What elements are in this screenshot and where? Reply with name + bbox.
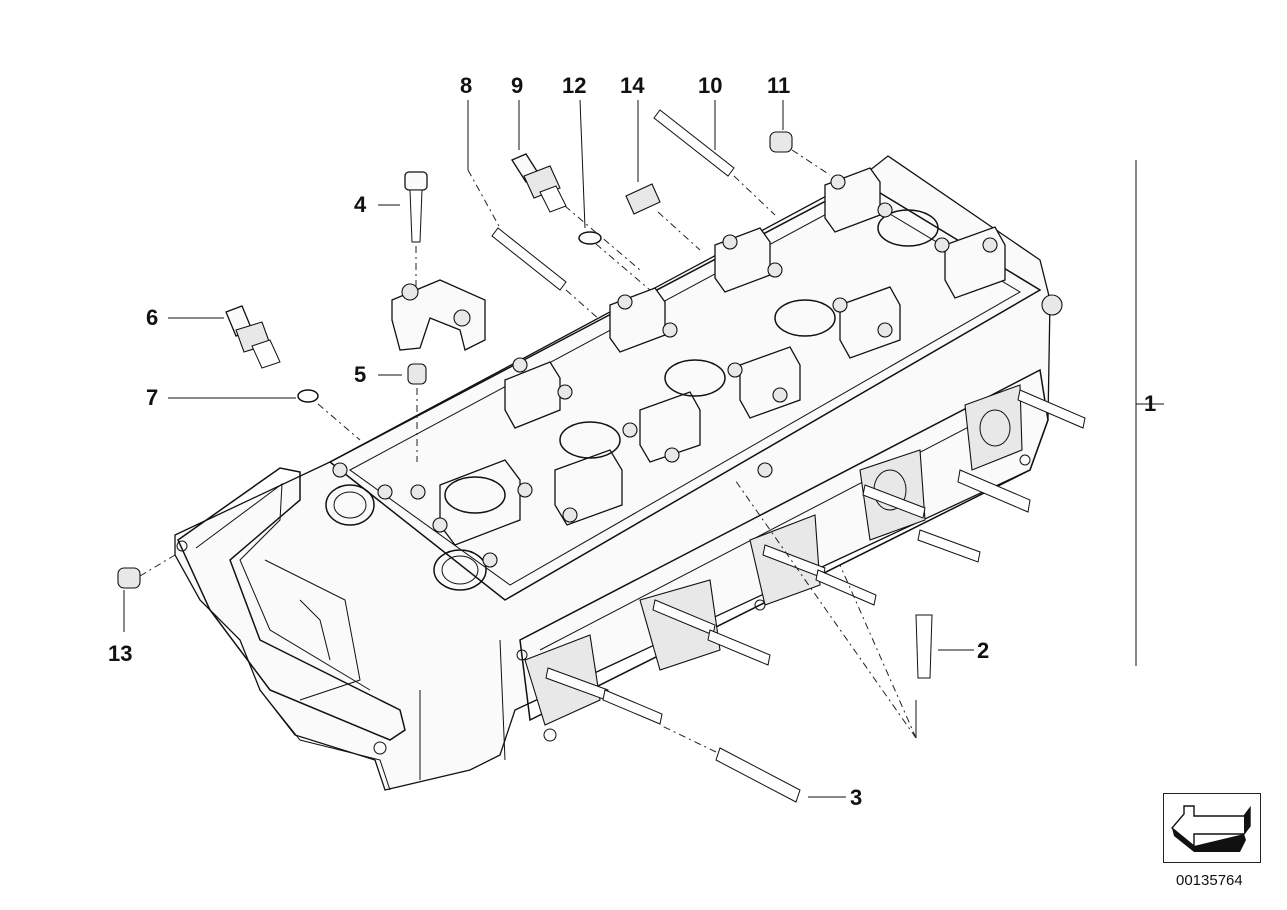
callout-2: 2: [977, 638, 990, 663]
arrow-down-left-icon: [1171, 805, 1251, 852]
part-10-stud: [653, 109, 735, 177]
callout-5: 5: [354, 362, 367, 387]
callout-7: 7: [146, 385, 159, 410]
part-6-sensor: [225, 305, 281, 369]
part-13-sleeve: [117, 567, 141, 589]
bearing-caps-row-2: [554, 226, 1006, 526]
callout-4: 4: [354, 192, 367, 217]
exhaust-studs: [545, 389, 1086, 725]
part-14-sleeve: [625, 183, 661, 215]
part-9-sensor: [511, 153, 567, 213]
part-2-stud: [915, 614, 933, 679]
leader-lines: [123, 99, 974, 798]
cylinder-head: [174, 155, 1063, 791]
callout-13: 13: [108, 641, 133, 666]
document-number: 00135764: [1176, 872, 1243, 889]
assembly-bracket: [1135, 160, 1164, 666]
part-12-seal: [578, 231, 602, 245]
callout-10: 10: [698, 73, 723, 98]
callout-3: 3: [850, 785, 863, 810]
part-3-stud: [715, 747, 801, 803]
part-5-sleeve: [407, 363, 427, 385]
part-7-seal: [297, 389, 319, 403]
callout-1: 1: [1144, 391, 1157, 416]
part-8-stud: [491, 227, 567, 291]
callout-6: 6: [146, 305, 159, 330]
part-11-sleeve: [769, 131, 793, 153]
callout-12: 12: [562, 73, 587, 98]
callout-9: 9: [511, 73, 524, 98]
callout-11: 11: [767, 73, 791, 98]
callout-14: 14: [620, 73, 645, 98]
cap-bolts: [332, 174, 1063, 568]
callout-8: 8: [460, 73, 473, 98]
part-4-bolt: [404, 171, 428, 243]
nav-arrow-button[interactable]: [1163, 793, 1261, 863]
